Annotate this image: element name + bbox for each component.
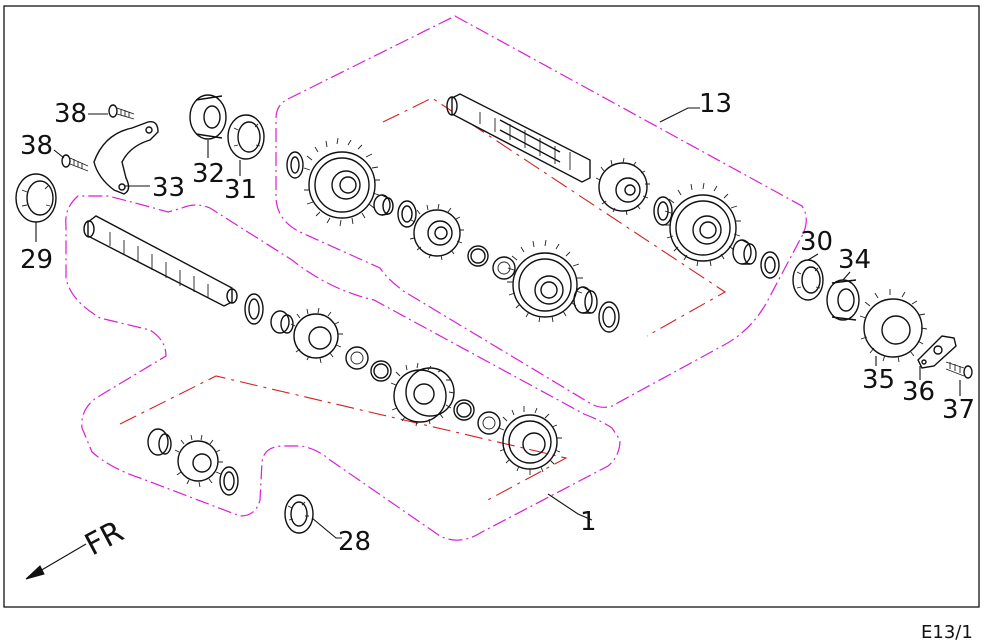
mainshaft (83, 215, 238, 307)
circlip (467, 245, 489, 267)
callout-36: 36 (902, 377, 935, 407)
thrust-washer (286, 151, 304, 179)
group-13-outline (275, 15, 807, 408)
gear (303, 137, 380, 227)
ball-bearing-30 (792, 259, 824, 301)
washer (653, 196, 673, 226)
ball-bearing-29 (15, 173, 57, 223)
oil-seal-32 (189, 94, 227, 140)
bearing-retainer-33 (93, 121, 159, 195)
leader-30 (807, 253, 819, 261)
callout-35: 35 (862, 365, 895, 395)
callout-32: 32 (192, 159, 225, 189)
washer (760, 251, 780, 279)
needle-bearing (147, 428, 169, 456)
callout-29: 29 (20, 245, 53, 275)
front-direction-indicator: FR (25, 514, 129, 580)
gear (390, 362, 455, 427)
leader-13 (659, 107, 700, 123)
leader-34 (842, 271, 851, 281)
splined-washer (492, 256, 516, 280)
washer (397, 200, 417, 228)
callout-38-lower: 38 (20, 131, 53, 161)
washer (598, 301, 620, 333)
mainshaft-axis-line (119, 375, 568, 503)
callout-30: 30 (800, 227, 833, 257)
leader-38b (53, 149, 65, 159)
callout-1: 1 (580, 507, 597, 537)
gear (409, 203, 464, 261)
drive-sprocket-35 (859, 289, 928, 363)
circlip (453, 399, 475, 421)
sprocket-plate-36 (917, 335, 957, 369)
splined-washer (477, 411, 501, 435)
drawing-frame (3, 5, 980, 608)
washer (219, 466, 239, 496)
callout-31: 31 (224, 175, 257, 205)
ball-bearing-31 (227, 114, 265, 160)
screw-38-upper (108, 104, 135, 120)
front-direction-label: FR (79, 514, 129, 563)
bushing (270, 310, 290, 334)
oil-seal-34 (826, 279, 860, 321)
gear (664, 182, 741, 267)
circlip (370, 360, 392, 382)
gear (507, 239, 583, 323)
ball-bearing-28 (284, 494, 314, 534)
callout-28: 28 (338, 527, 371, 557)
splined-washer (345, 346, 369, 370)
bolt-37 (945, 361, 973, 379)
callout-37: 37 (942, 395, 975, 425)
page-code: E13/1 (921, 622, 973, 643)
group-1-outline (65, 195, 621, 541)
washer (244, 293, 264, 325)
callout-33: 33 (152, 173, 185, 203)
front-arrowhead-icon (25, 565, 45, 580)
callout-38-upper: 38 (54, 99, 87, 129)
callout-34: 34 (838, 245, 871, 275)
callout-13: 13 (699, 89, 732, 119)
gear (595, 157, 650, 216)
screw-38-lower (61, 154, 89, 172)
leader-1 (547, 493, 593, 521)
gear (498, 406, 562, 475)
countershaft (446, 93, 591, 183)
gear (174, 434, 223, 488)
leader-28 (311, 517, 342, 539)
gear (290, 307, 343, 364)
countershaft-axis-line (382, 97, 727, 337)
